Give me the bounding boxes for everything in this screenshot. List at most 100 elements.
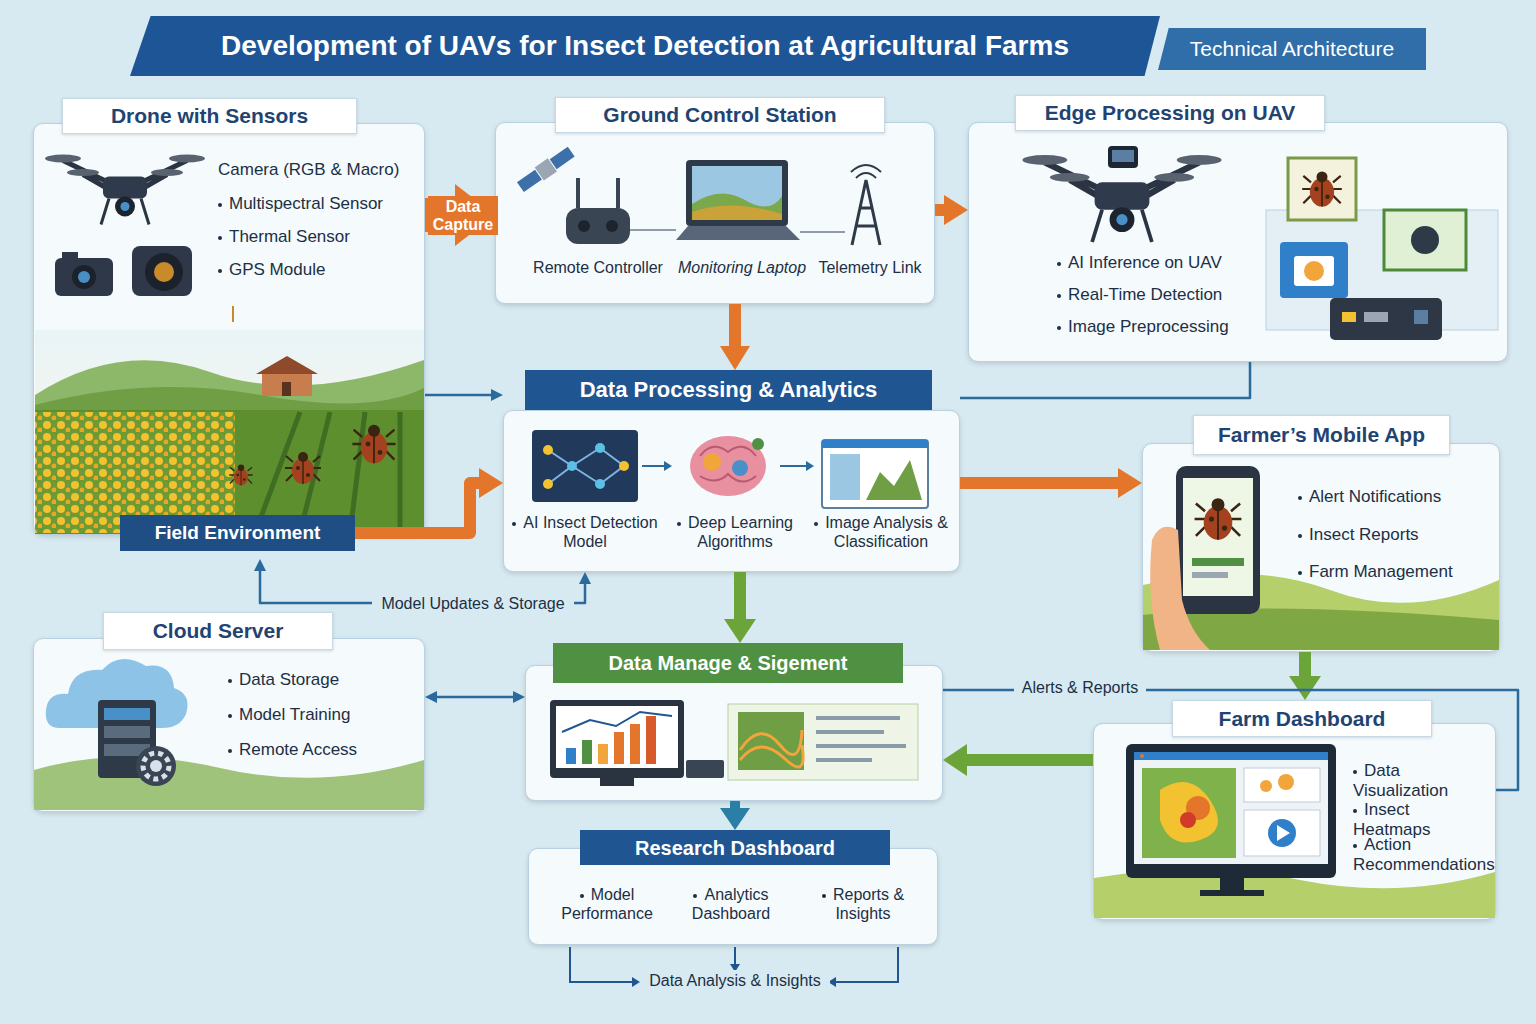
text-holder: Farm Management [1298, 562, 1490, 582]
connector-arrow [960, 477, 1118, 489]
panel-bg [525, 665, 943, 801]
heading: Data Manage & Sigement [553, 643, 903, 683]
list-item: Remote Controller [526, 258, 670, 277]
connector-arrow [1299, 652, 1311, 676]
text-holder: Alert Notifications [1298, 487, 1490, 507]
list-item: Multispectral Sensor [218, 194, 416, 214]
station-panel: Ground Control StationRemote ControllerM… [495, 96, 935, 304]
text-holder: Image Analysis & Classification [806, 513, 956, 551]
heading: Research Dashboard [580, 830, 890, 865]
list-item: Real-Time Detection [1057, 285, 1262, 305]
text-holder: Farm Dashboard [1172, 700, 1432, 737]
heading: Farm Dashboard [1172, 700, 1432, 737]
heading: Edge Processing on UAV [1015, 95, 1325, 131]
connector-arrow [967, 754, 1093, 766]
heading: Farmer’s Mobile App [1193, 415, 1450, 455]
text-holder: Action Recommendations [1353, 835, 1491, 876]
analytics-panel: Data Processing & Analytics AI Insect Det… [503, 370, 960, 572]
list-item: Camera (RGB & Macro) [218, 160, 416, 180]
text-holder: Model Updates & Storage [372, 593, 574, 614]
text-holder: AI Inference on UAV [1057, 253, 1262, 273]
heading: Field Environment [120, 515, 355, 551]
text-holder: Data Processing & Analytics [525, 370, 932, 410]
text-holder: Multispectral Sensor [218, 194, 416, 214]
heading: Drone with Sensors [62, 98, 357, 134]
list-item: AI Inference on UAV [1057, 253, 1262, 273]
list-item: Monitoring Laptop [670, 258, 814, 277]
text-holder: Edge Processing on UAV [1015, 95, 1325, 131]
edge-label: Alerts & Reports [1014, 677, 1146, 698]
text-holder: Alerts & Reports [1014, 677, 1146, 698]
list-item: Insect Reports [1298, 525, 1490, 545]
list-item: Data Storage [228, 670, 416, 690]
research-panel: Research DashboardModel PerformanceAnaly… [528, 830, 938, 945]
text-holder: Monitoring Laptop [670, 258, 814, 277]
text-holder: Data Analysis & Insights [640, 970, 830, 991]
connector-arrow [729, 304, 741, 346]
text-holder: GPS Module [218, 260, 416, 280]
cloud-panel: Cloud ServerData StorageModel TrainingRe… [33, 612, 425, 812]
list-item: Remote Access [228, 740, 416, 760]
text-holder: Image Preprocessing [1057, 317, 1262, 337]
text-holder: Data Visualization [1353, 761, 1491, 802]
text-holder: Insect Reports [1298, 525, 1490, 545]
list-item: AI Insect Detection Model [508, 513, 662, 551]
text-holder: Development of UAVs for Insect Detection… [130, 16, 1160, 76]
edge-label: Model Updates & Storage [372, 593, 574, 614]
text-holder: Remote Controller [526, 258, 670, 277]
list-item: Deep Learning Algorithms [666, 513, 804, 551]
edge-panel: Edge Processing on UAV AI Inference on UA… [968, 95, 1508, 362]
list-item: Analytics Dashboard [670, 885, 792, 923]
text-holder: Analytics Dashboard [670, 885, 792, 923]
text-holder: Data Storage [228, 670, 416, 690]
list-item: Image Preprocessing [1057, 317, 1262, 337]
sensor-panel: Drone with SensorsCamera (RGB & Macro) Mu… [33, 98, 425, 535]
text-holder: Field Environment [120, 515, 355, 551]
connector-arrow [425, 394, 491, 397]
heading: Data Processing & Analytics [525, 370, 932, 410]
list-item: GPS Module [218, 260, 416, 280]
connector-arrow [943, 690, 1518, 790]
panel-bg [33, 123, 425, 535]
panel-bg [495, 122, 935, 304]
text-holder: Model Training [228, 705, 416, 725]
subtitle-tab: Technical Architecture [1158, 28, 1426, 70]
dashboard-panel: Farm DashboardData VisualizationInsect H… [1093, 700, 1496, 920]
text-holder: Ground Control Station [555, 97, 885, 133]
text-holder: Remote Access [228, 740, 416, 760]
list-item: Image Analysis & Classification [806, 513, 956, 551]
connector-arrow [935, 204, 944, 216]
list-item: Data Visualization [1353, 761, 1491, 802]
text-holder: Thermal Sensor [218, 227, 416, 247]
note: Data Analysis & Insights [640, 970, 830, 991]
text-holder: Data Capture [428, 196, 498, 235]
text-holder: Camera (RGB & Macro) [218, 160, 416, 180]
connector-arrow [437, 696, 513, 699]
text-holder: AI Insect Detection Model [508, 513, 662, 551]
connector-arrow [960, 362, 1250, 398]
connector-arrow [734, 572, 746, 619]
text-holder: Model Performance [548, 885, 666, 923]
list-item: Model Training [228, 705, 416, 725]
list-item: Farm Management [1298, 562, 1490, 582]
connector-arrow [425, 198, 455, 232]
list-item: Telemetry Link [806, 258, 934, 277]
list-item: Alert Notifications [1298, 487, 1490, 507]
list-item: Model Performance [548, 885, 666, 923]
text-holder: Research Dashboard [580, 830, 890, 865]
text-holder: Farmer’s Mobile App [1193, 415, 1450, 455]
edge-label: Data Capture [428, 196, 498, 235]
connector-arrow [730, 801, 740, 808]
text-holder: Telemetry Link [806, 258, 934, 277]
text-holder: Technical Architecture [1158, 28, 1426, 70]
list-item: Action Recommendations [1353, 835, 1491, 876]
panel-bg [1142, 443, 1500, 652]
text-holder: Drone with Sensors [62, 98, 357, 134]
heading: Cloud Server [103, 612, 333, 650]
text-holder: Reports & Insights [804, 885, 922, 923]
heading: Ground Control Station [555, 97, 885, 133]
region-band: Field Environment [120, 515, 355, 559]
text-holder: Data Manage & Sigement [553, 643, 903, 683]
connector-arrow [355, 483, 479, 533]
list-item: Reports & Insights [804, 885, 922, 923]
